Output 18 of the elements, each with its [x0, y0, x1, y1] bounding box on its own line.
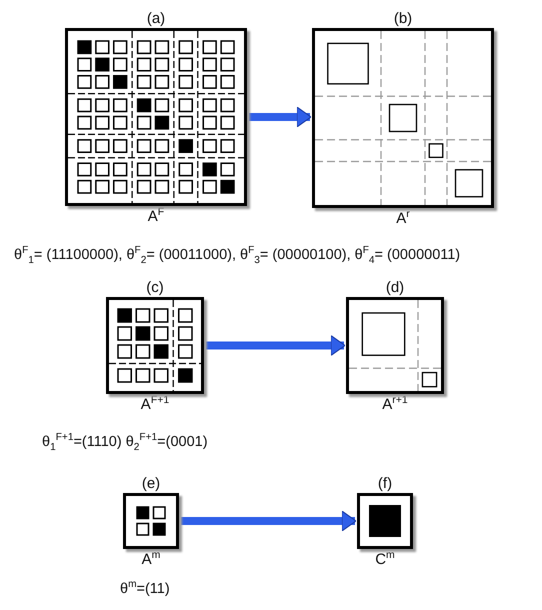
matrix-name: A$^{r}$	[396, 210, 410, 227]
arrow	[206, 335, 346, 356]
panel-label: (c)	[146, 279, 164, 297]
matrix-name: A$^{F}$	[148, 208, 164, 225]
panel-label: (a)	[146, 10, 166, 28]
formula-text: θ$^{F}$$_{1}$= (11100000), θ$^{F}$$_{2}$= (00011000), θ$^{F}$$_{3}$= (00000100), θ$^{F}$$_{4}$= (00000011)	[14, 247, 460, 263]
arrow	[249, 106, 312, 128]
matrix-name: A$^{m}$	[142, 551, 160, 568]
matrix-name: A$^{F+1}$	[140, 396, 170, 413]
arrow	[181, 510, 356, 532]
panel-label: (e)	[142, 475, 160, 493]
matrix-name: A$^{r+1}$	[382, 396, 408, 413]
matrix-name: C$^{m}$	[375, 551, 395, 568]
panel-label: (b)	[394, 10, 412, 28]
formula-text: θ$^{m}$=(11)	[120, 581, 170, 597]
panel-label: (d)	[386, 279, 404, 297]
formula-text: θ$_{1}$$^{F+1}$=(1110) θ$_{2}$$^{F+1}$=(0001)	[42, 434, 208, 450]
panel-label: (f)	[378, 475, 392, 493]
